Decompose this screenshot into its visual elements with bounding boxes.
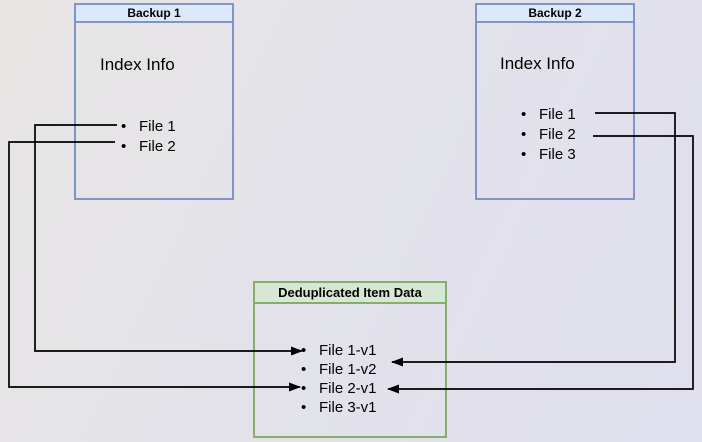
file-label: File 2 — [139, 137, 176, 155]
file-item: • File 1-v1 — [301, 341, 377, 360]
backup2-file-list: • File 1 • File 2 • File 3 — [521, 104, 576, 164]
file-item: • File 2 — [121, 136, 176, 156]
dedup-title: Deduplicated Item Data — [278, 285, 422, 300]
dedup-header: Deduplicated Item Data — [255, 283, 445, 304]
backup2-title: Backup 2 — [528, 6, 582, 20]
backup1-file-list: • File 1 • File 2 — [121, 116, 176, 156]
file-label: File 1 — [139, 117, 176, 135]
file-label: File 1 — [539, 105, 576, 123]
bullet-icon: • — [121, 117, 127, 135]
bullet-icon: • — [521, 125, 527, 143]
bullet-icon: • — [121, 137, 127, 155]
file-label: File 1-v1 — [319, 342, 377, 359]
file-label: File 3-v1 — [319, 399, 377, 416]
file-label: File 3 — [539, 145, 576, 163]
file-item: • File 1-v2 — [301, 360, 377, 379]
dedup-file-list: • File 1-v1 • File 1-v2 • File 2-v1 • File 3-v1 — [301, 341, 377, 417]
file-item: • File 2 — [521, 124, 576, 144]
file-label: File 2-v1 — [319, 380, 377, 397]
backup1-header: Backup 1 — [76, 5, 232, 23]
file-item: • File 2-v1 — [301, 379, 377, 398]
file-label: File 1-v2 — [319, 361, 377, 378]
file-label: File 2 — [539, 125, 576, 143]
bullet-icon: • — [301, 380, 307, 397]
file-item: • File 3 — [521, 144, 576, 164]
backup2-index-info-label: Index Info — [500, 54, 575, 73]
backup1-index-info-label: Index Info — [100, 55, 175, 74]
bullet-icon: • — [521, 105, 527, 123]
bullet-icon: • — [521, 145, 527, 163]
backup2-header: Backup 2 — [477, 5, 633, 23]
file-item: • File 1 — [121, 116, 176, 136]
backup2-box: Backup 2 Index Info • File 1 • File 2 • File … — [475, 3, 635, 200]
file-item: • File 3-v1 — [301, 398, 377, 417]
backup1-box: Backup 1 Index Info • File 1 • File 2 — [74, 3, 234, 200]
backup1-title: Backup 1 — [127, 6, 181, 20]
deduplicated-item-data-box: Deduplicated Item Data • File 1-v1 • File 1… — [253, 281, 447, 438]
file-item: • File 1 — [521, 104, 576, 124]
bullet-icon: • — [301, 342, 307, 359]
bullet-icon: • — [301, 399, 307, 416]
bullet-icon: • — [301, 361, 307, 378]
